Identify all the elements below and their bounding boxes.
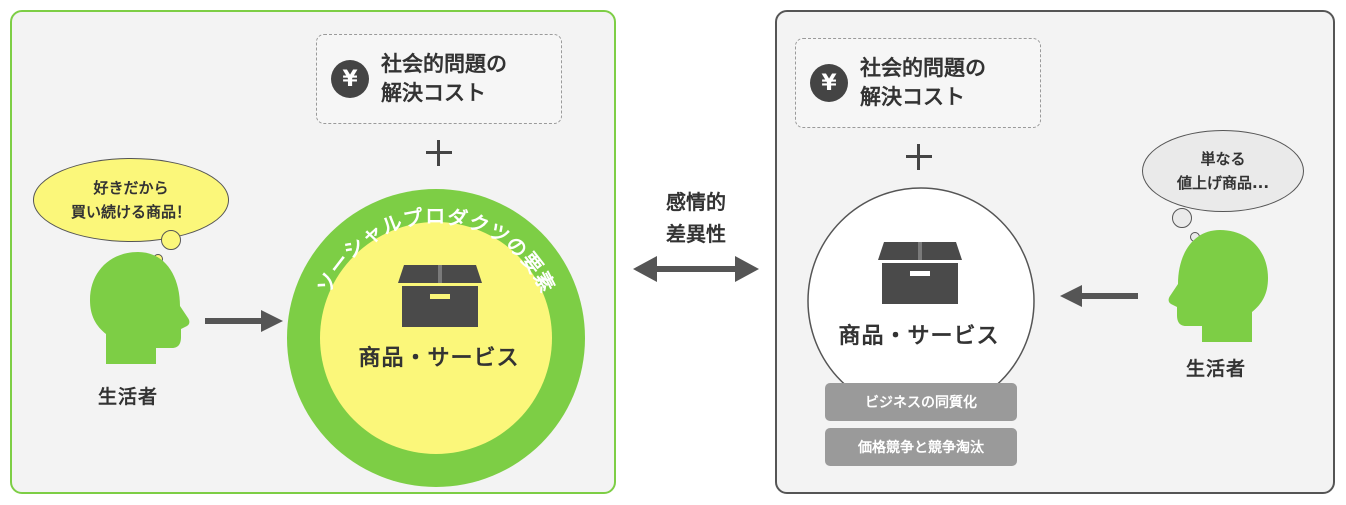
plus-icon bbox=[906, 144, 932, 170]
left-speech-bubble: 好きだから 買い続ける商品！ bbox=[33, 158, 229, 242]
person-head-icon bbox=[90, 252, 190, 364]
arrow-right-icon bbox=[205, 310, 283, 332]
center-line2: 差異性 bbox=[666, 222, 726, 246]
product-label: 商品・サービス bbox=[358, 346, 520, 371]
right-speech-bubble: 単なる 値上げ商品... bbox=[1142, 130, 1304, 212]
left-cost-box: ¥ 社会的問題の 解決コスト bbox=[316, 34, 562, 124]
bubble-line1: 好きだから bbox=[93, 179, 169, 197]
emotional-difference-label: 感情的 差異性 bbox=[651, 186, 741, 250]
cost-box-line2: 解決コスト bbox=[860, 85, 965, 109]
arrow-left-icon bbox=[1060, 285, 1138, 307]
cost-box-line1: 社会的問題の bbox=[381, 52, 507, 76]
bubble-dot bbox=[161, 230, 181, 250]
plus-icon bbox=[426, 140, 452, 166]
box-icon bbox=[878, 242, 962, 304]
person-label: 生活者 bbox=[1186, 358, 1247, 380]
cost-box-line1: 社会的問題の bbox=[860, 56, 986, 80]
yen-icon: ¥ bbox=[810, 64, 848, 102]
yen-icon: ¥ bbox=[331, 60, 369, 98]
cost-box-line2: 解決コスト bbox=[381, 81, 486, 105]
person-head-icon bbox=[1168, 230, 1268, 342]
tag-price-competition: 価格競争と競争淘汰 bbox=[825, 428, 1017, 466]
double-arrow-icon bbox=[633, 256, 759, 282]
bubble-line2: 買い続ける商品！ bbox=[70, 203, 191, 221]
box-icon bbox=[398, 265, 482, 327]
bubble-line1: 単なる bbox=[1200, 150, 1246, 168]
bubble-dot bbox=[1172, 208, 1192, 228]
social-products-circle: ソーシャルプロダクツの要素 bbox=[287, 189, 585, 487]
right-cost-box: ¥ 社会的問題の 解決コスト bbox=[795, 38, 1041, 128]
product-label: 商品・サービス bbox=[838, 324, 1000, 349]
person-label: 生活者 bbox=[98, 386, 159, 408]
tag-business-homogenization: ビジネスの同質化 bbox=[825, 383, 1017, 421]
center-line1: 感情的 bbox=[666, 190, 726, 214]
bubble-line2: 値上げ商品... bbox=[1176, 174, 1270, 192]
